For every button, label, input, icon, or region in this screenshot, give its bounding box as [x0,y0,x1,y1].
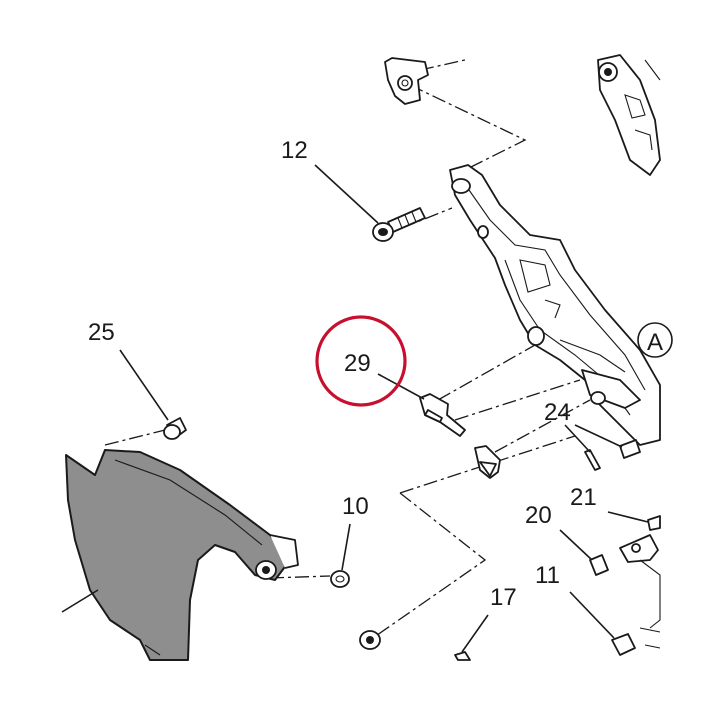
callout-12: 12 [281,137,308,164]
assembly-line-10 [269,575,331,579]
lever-part [65,449,299,661]
frame-arm-top-hole [451,178,471,194]
leader-12 [314,164,379,224]
leader-29 [377,373,425,400]
assembly-line-pad-29-mid [454,379,581,421]
leader-20 [559,529,593,561]
leader-17 [461,614,489,653]
right-frame-body [597,54,661,176]
nut-10-body [330,570,350,588]
callout-24: 24 [544,399,571,426]
callout-29: 29 [344,350,371,377]
assembly-lines [104,59,591,641]
bushing-bottom-center [366,636,374,644]
bolt-12-thread [397,211,417,229]
right-frame-hole-center [604,68,612,76]
leader-21 [607,511,649,523]
assembly-line-24 [399,435,576,494]
assembly-line-25 [104,429,166,446]
assembly-line-upper-arm [409,84,527,176]
part-24-pin [584,449,601,471]
right-frame-detail-2 [634,129,653,151]
callout-11: 11 [535,562,560,589]
reference-a-marker: A [637,322,673,358]
reference-a-circle [637,322,673,358]
part-17-tip [454,651,471,661]
highlight-circle-29 [315,315,407,407]
right-frame-detail-1 [624,94,646,119]
top-bracket-hole [397,75,413,91]
frame-arm-slot [477,225,489,239]
pad-29-upper-face [424,409,443,423]
frame-arm-lower-hole [590,391,606,405]
callout-17: 17 [490,584,517,611]
reference-a-label: A [647,329,663,356]
frame-arm-rib [544,299,561,319]
lever-tab [269,534,299,569]
frame-arm-part [449,164,661,446]
callout-25: 25 [88,319,115,346]
pin-25-part [163,417,187,440]
frame-arm-seam [559,339,626,373]
assembly-line-pad-29-lower [494,399,591,453]
pad-29-part [419,393,501,479]
leader-lever [61,589,99,613]
assembly-line-top [419,59,466,71]
lever-edge-line [114,459,263,546]
top-bracket-hole-inner [401,79,409,87]
leader-11 [569,591,615,639]
lever-bottom-detail [144,644,161,656]
callout-labels: 12 25 29 24 10 21 20 11 17 [88,137,597,611]
part-11-detail [639,627,661,649]
frame-arm-edge-line [461,179,646,391]
leader-24-pin [564,424,591,453]
nut-10-hole [335,575,345,583]
leader-24-block [574,424,623,448]
frame-arm-body [449,164,661,446]
part-21-stud [647,515,661,531]
right-frame-fragment [597,54,661,176]
assembly-line-pad-29-upper [437,344,536,401]
callout-21: 21 [570,484,597,511]
assembly-line-17 [369,492,487,641]
bolt-12-head-socket [378,228,388,236]
nut-10-part [330,570,350,588]
frame-arm-pivot-hole [527,326,545,346]
part-11-clip [611,633,636,656]
pin-25-head [163,424,181,440]
callout-20: 20 [525,502,552,529]
frame-arm-plate [519,259,551,293]
part-17-group [359,630,471,661]
leader-10 [341,523,351,571]
top-bracket-part [384,57,429,105]
leader-lines [61,164,649,653]
part-20-cap [589,554,609,576]
part-21-hole [631,543,641,553]
pad-29-lower-face [479,461,497,477]
frame-arm-pad-mount [581,369,641,409]
part-24-block [619,439,641,459]
bolt-12-part [372,207,426,242]
part-11-part [611,627,661,656]
right-frame-edge [644,59,661,81]
part-21-lower-line [639,559,661,629]
callout-10: 10 [342,493,369,520]
lever-body [65,449,291,661]
leader-25 [119,349,169,421]
lever-bushing-center [262,566,270,574]
part-24-group [584,439,641,471]
part-20-21-group [589,515,661,629]
